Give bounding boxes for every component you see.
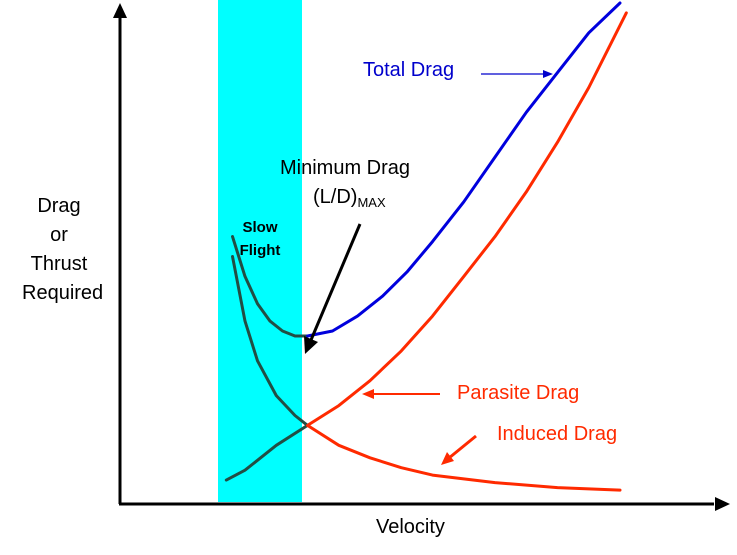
parasite-drag-curve-low [224, 423, 309, 482]
induced-drag-label: Induced Drag [497, 423, 618, 445]
slow-flight-region [218, 0, 302, 502]
y-axis-label: Drag or Thrust Required [22, 195, 104, 304]
parasite-drag-label: Parasite Drag [457, 382, 580, 404]
x-axis-arrow [715, 497, 730, 511]
min-drag-arrowhead [304, 336, 318, 354]
parasite-drag-arrowhead [362, 389, 374, 399]
ld-max-subscript: MAX [357, 195, 386, 210]
ld-max-label: (L/D)MAX [313, 186, 386, 210]
induced-drag-arrow [448, 434, 477, 460]
y-axis-arrow [113, 3, 127, 18]
induced-drag-curve-low [231, 255, 309, 427]
induced-drag-curve [306, 423, 622, 492]
total-drag-arrowhead [543, 70, 553, 78]
slow-flight-label: Slow Flight [239, 219, 281, 259]
total-drag-curve [306, 1, 622, 338]
min-drag-arrow [309, 223, 362, 341]
minimum-drag-label: Minimum Drag [280, 157, 411, 179]
induced-drag-arrowhead [441, 452, 454, 465]
total-drag-label: Total Drag [363, 59, 455, 81]
total-drag-curve-low [231, 235, 309, 338]
parasite-drag-curve [306, 11, 628, 427]
x-axis-label: Velocity [376, 516, 445, 538]
